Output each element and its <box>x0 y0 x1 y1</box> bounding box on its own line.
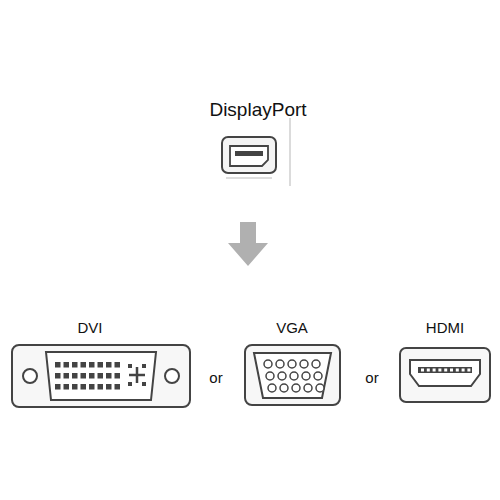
vga-port <box>245 345 340 405</box>
down-arrow <box>228 222 268 266</box>
displayport-port <box>222 137 276 178</box>
port-name: HDMI <box>426 320 464 337</box>
frame-line <box>289 118 291 186</box>
port-name: VGA <box>276 320 308 337</box>
port-name: DisplayPort <box>209 100 306 121</box>
hdmi-port <box>400 348 490 402</box>
dvi-port <box>12 345 190 407</box>
port-name: DVI <box>77 320 102 337</box>
separator-word: or <box>209 370 222 387</box>
separator-word: or <box>365 370 378 387</box>
